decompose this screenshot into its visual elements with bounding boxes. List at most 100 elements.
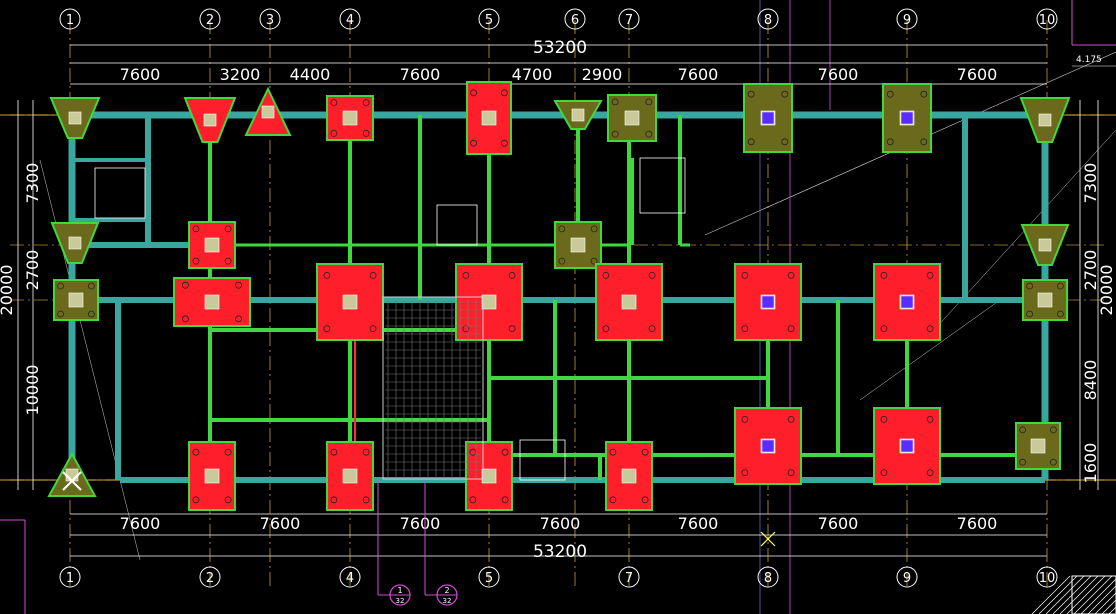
bottom-span-dimension: 7600: [260, 514, 301, 533]
column-icon: [570, 237, 586, 253]
triangular-pile-cap: [49, 97, 101, 139]
bottom-span-dimension: 7600: [678, 514, 719, 533]
pile-cap: [188, 221, 236, 269]
pile-cap: [465, 441, 513, 511]
steel-column-icon: [900, 111, 914, 125]
left-span-dimension: 10000: [23, 365, 42, 416]
axis-label-top: 10: [1039, 13, 1056, 28]
axis-label-bottom: 7: [625, 571, 633, 586]
axis-bubble-top: 3: [259, 8, 281, 30]
steel-column-icon: [761, 439, 775, 453]
steel-column-icon: [761, 295, 775, 309]
axis-label-top: 4: [346, 13, 354, 28]
column-icon: [1030, 438, 1046, 454]
right-span-dimension: 2700: [1081, 250, 1100, 291]
left-span-dimension: 2700: [23, 250, 42, 291]
column-icon: [481, 110, 497, 126]
right-total-dimension: 20000: [1097, 265, 1116, 316]
detail-boxes: [94, 157, 686, 481]
triangular-pile-cap: [244, 86, 292, 136]
cross-marker: [760, 531, 776, 547]
left-span-dimension: 7300: [23, 163, 42, 204]
axis-label-top: 7: [625, 13, 633, 28]
axis-label-bottom: 5: [485, 571, 493, 586]
pile-caps: [47, 81, 1071, 511]
column-icon: [68, 292, 84, 308]
top-span-dimension: 7600: [120, 65, 161, 84]
right-span-dimension: 7300: [1081, 163, 1100, 204]
axis-bubble-bottom: 9: [896, 566, 918, 588]
callout-number: 1: [397, 586, 402, 595]
axis-label-bottom: 1: [66, 571, 74, 586]
top-span-dimension: 2900: [582, 65, 623, 84]
axis-label-top: 8: [764, 13, 772, 28]
right-span-dimension: 8400: [1081, 360, 1100, 401]
axis-bubble-bottom: 8: [757, 566, 779, 588]
axis-label-top: 6: [571, 13, 579, 28]
triangular-pile-cap: [50, 222, 100, 264]
axis-label-top: 2: [206, 13, 214, 28]
pile-cap: [607, 94, 657, 142]
top-span-dimension: 7600: [957, 65, 998, 84]
axis-bubble-bottom: 5: [478, 566, 500, 588]
axis-bubble-top: 4: [339, 8, 361, 30]
column-icon: [1038, 238, 1052, 252]
pile-cap: [605, 441, 653, 511]
callout-sheet: 32: [396, 597, 405, 605]
triangular-pile-cap: [47, 451, 97, 497]
pile-cap: [595, 263, 663, 341]
triangular-pile-cap: [1020, 224, 1070, 266]
axis-bubble-bottom: 1: [59, 566, 81, 588]
bottom-span-dimension: 7600: [120, 514, 161, 533]
axis-bubbles-bottom: 1 2 4 5 7 8 9 10: [59, 566, 1058, 588]
axis-label-bottom: 9: [903, 571, 911, 586]
axis-label-bottom: 2: [206, 571, 214, 586]
hatched-block: [1031, 575, 1116, 614]
top-span-dimension: 7600: [678, 65, 719, 84]
axis-label-bottom: 4: [346, 571, 354, 586]
section-callout: 132: [377, 480, 411, 606]
bottom-span-dimension: 7600: [400, 514, 441, 533]
column-icon: [65, 468, 79, 482]
bottom-span-dimension: 7600: [818, 514, 859, 533]
axis-bubble-top: 6: [564, 8, 586, 30]
axis-label-top: 1: [66, 13, 74, 28]
steel-column-icon: [900, 439, 914, 453]
top-span-dimension: 7600: [400, 65, 441, 84]
triangular-pile-cap: [553, 100, 603, 130]
axis-bubble-top: 10: [1036, 8, 1058, 30]
triangular-pile-cap: [183, 97, 237, 143]
axis-label-bottom: 8: [764, 571, 772, 586]
callout-sheet: 32: [443, 597, 452, 605]
column-icon: [204, 468, 220, 484]
column-icon: [68, 236, 82, 250]
axis-label-bottom: 10: [1039, 571, 1056, 586]
column-icon: [1038, 113, 1052, 127]
triangular-pile-cap: [1019, 97, 1071, 143]
left-total-dimension: 20000: [0, 265, 16, 316]
pile-cap: [188, 441, 236, 511]
right-span-dimension: 1600: [1081, 443, 1100, 484]
steel-column-icon: [761, 111, 775, 125]
dimension-lines: [17, 44, 1099, 557]
column-icon: [571, 108, 585, 122]
column-icon: [204, 237, 220, 253]
column-icon: [203, 113, 217, 127]
column-icon: [621, 294, 637, 310]
column-icon: [624, 110, 640, 126]
bottom-span-dimension: 7600: [540, 514, 581, 533]
axis-bubble-bottom: 4: [339, 566, 361, 588]
top-total-dimension: 53200: [533, 38, 587, 58]
column-icon: [481, 294, 497, 310]
column-icon: [621, 468, 637, 484]
column-icon: [261, 105, 275, 119]
axis-bubble-bottom: 2: [199, 566, 221, 588]
top-span-dimension: 7600: [818, 65, 859, 84]
axis-bubble-top: 1: [59, 8, 81, 30]
pile-cap: [1022, 279, 1068, 321]
axis-bubble-top: 2: [199, 8, 221, 30]
axis-bubble-top: 5: [478, 8, 500, 30]
